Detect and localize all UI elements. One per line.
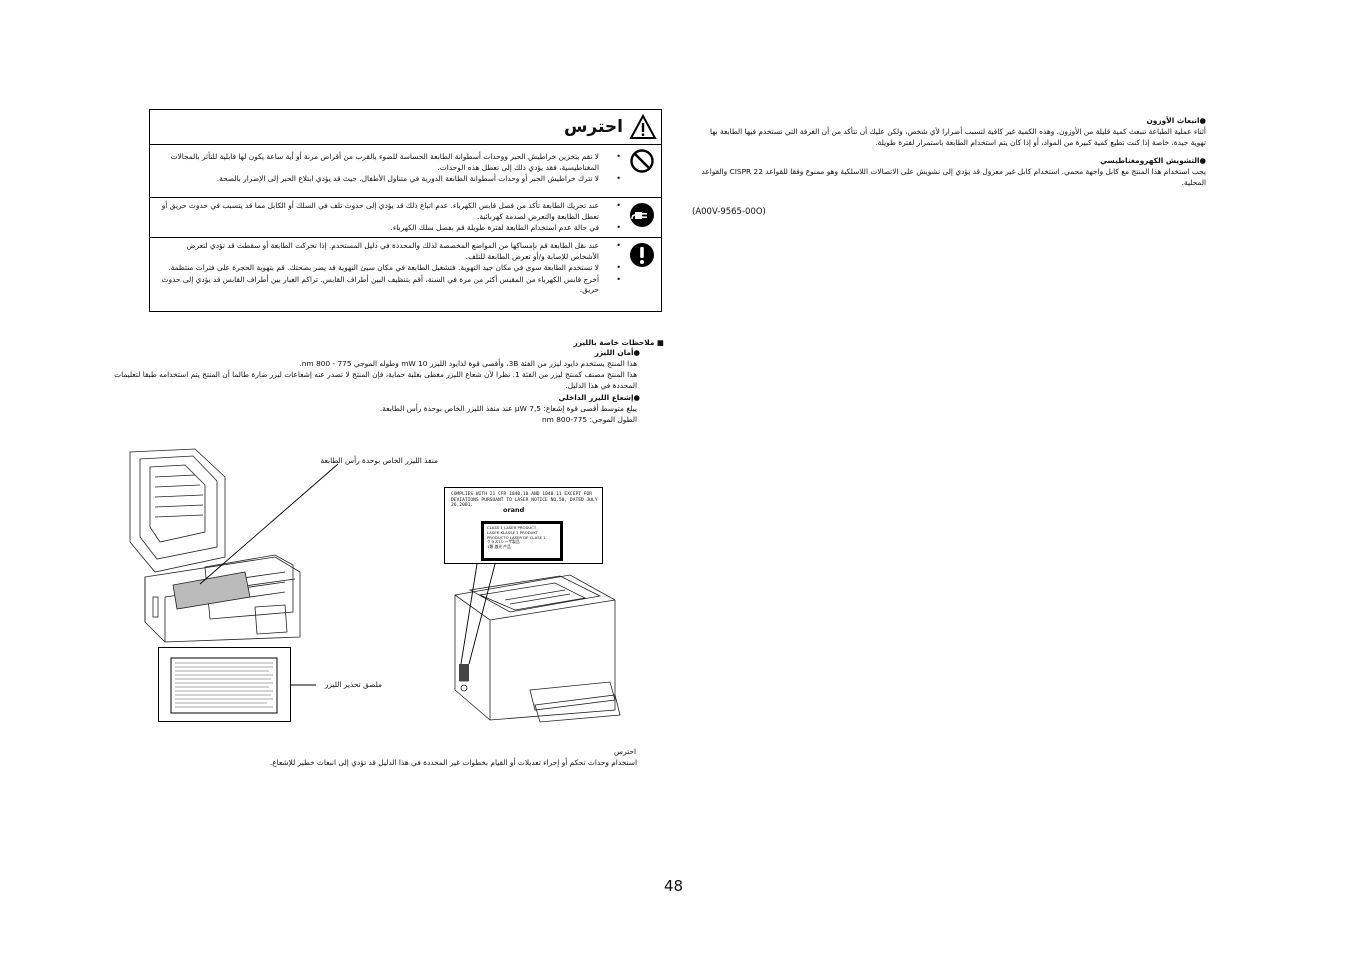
- prohibited-icon: [630, 149, 654, 173]
- laser-safety-line1: هذا المنتج يستخدم دايود ليزر من الفئة 3B…: [299, 359, 637, 368]
- warning-item: في حالة عدم استخدام الطابعة لفترة طويلة …: [158, 223, 621, 234]
- laser-safety-line2: هذا المنتج مصنف كمنتج ليزر من الفئة 1. ن…: [114, 370, 637, 390]
- warning-row-unplug: عند تحريك الطابعة تأكد من فصل قابس الكهر…: [150, 198, 661, 238]
- aperture-callout-line: [199, 463, 339, 585]
- warning-item: عند نقل الطابعة قم بإمساكها من المواضع ا…: [158, 241, 621, 262]
- brand-label: orand: [503, 506, 525, 514]
- closed-printer-illustration: [454, 574, 621, 723]
- caution-text: استخدام وحدات تحكم أو إجراء تعديلات أو ا…: [269, 758, 637, 767]
- laser-section-heading: ■ ملاحظات خاصة بالليزر: [573, 338, 664, 347]
- laser-class-box: CLASS 1 LASER PRODUCT LASER KLASSE 1 PRO…: [481, 521, 563, 561]
- caution-title: احترس: [614, 747, 636, 756]
- sticker-label: ملصق تحذير الليزر: [324, 680, 382, 689]
- certification-label: COMPLIES WITH 21 CFR 1040.10 AND 1040.11…: [444, 487, 603, 564]
- warning-item: لا تترك خراطيش الحبر أو وحدات أسطوانة ال…: [158, 174, 621, 185]
- warning-title: احترس: [563, 117, 623, 137]
- class-line: クラス1レーザ製品: [487, 539, 520, 545]
- warning-row-handling: عند نقل الطابعة قم بإمساكها من المواضع ا…: [150, 238, 661, 312]
- mandatory-icon: [630, 243, 654, 267]
- compliance-text: COMPLIES WITH 21 CFR 1040.10 AND 1040.11…: [451, 492, 598, 508]
- warning-item: لا تستخدم الطابعة سوى في مكان جيد التهوي…: [158, 263, 621, 274]
- warning-item: عند تحريك الطابعة تأكد من فصل قابس الكهر…: [158, 201, 621, 222]
- warning-row-storage: لا تقم بتخزين خراطيش الحبر ووحدات أسطوان…: [150, 144, 661, 198]
- warning-item: أخرج قابس الكهرباء من المقبس أكثر من مرة…: [158, 275, 621, 296]
- emc-heading: ●التشويش الكهرومغناطيسي: [1100, 156, 1206, 165]
- emc-text: يجب استخدام هذا المنتج مع كابل واجهة محم…: [701, 167, 1206, 187]
- warning-box: احترس لا تقم بتخزين خراطيش الحبر ووحدات …: [149, 109, 662, 312]
- warning-header: احترس: [150, 110, 661, 145]
- ozone-text: أثناء عملية الطباعة تنبعث كمية قليلة من …: [709, 127, 1206, 147]
- laser-emission-line1: يبلغ متوسط أقصى قوة إشعاع: 7,5 μW عند من…: [379, 404, 637, 413]
- laser-safety-heading: ●أمان الليزر: [594, 348, 640, 357]
- ozone-heading: ●انبعاث الأوزون: [1146, 116, 1206, 125]
- laser-warning-sticker-frame: [158, 647, 291, 722]
- laser-warning-sticker-image: [170, 657, 278, 714]
- unplug-icon: [630, 203, 654, 227]
- warning-item: لا تقم بتخزين خراطيش الحبر ووحدات أسطوان…: [158, 152, 621, 173]
- aperture-label: منفذ الليزر الخاص بوحدة رأس الطابعة: [320, 456, 439, 465]
- laser-emission-line2: الطول الموجي: 775-800 nm: [541, 415, 637, 424]
- page-number: 48: [664, 877, 684, 895]
- class-line: PRODUCTO LASER DE CLASE 1: [487, 534, 546, 540]
- class-line: 1類 激光 产品: [487, 544, 511, 550]
- class-line: CLASS 1 LASER PRODUCT: [487, 525, 537, 530]
- document-code: (A00V-9565-00O): [692, 207, 766, 217]
- class-line: LASER KLASSE 1 PRODUKT: [487, 529, 538, 535]
- open-printer-illustration: [129, 448, 301, 643]
- label-callout-lines: [460, 563, 496, 665]
- laser-emission-heading: ●إشعاع الليزر الداخلي: [558, 393, 640, 402]
- sticker-callout-line: [290, 684, 316, 686]
- warning-triangle-icon: [629, 114, 657, 139]
